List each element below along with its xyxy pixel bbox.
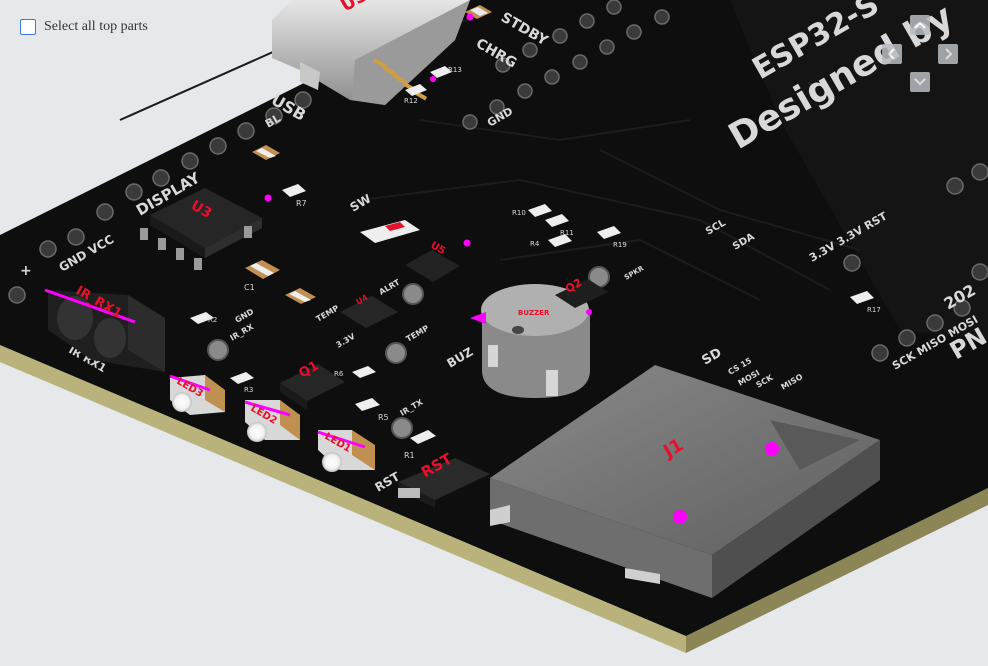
sd-card-socket-j1[interactable]: J1	[490, 365, 880, 598]
designator-r12: R12	[404, 97, 418, 105]
led-led3[interactable]: LED3	[169, 374, 225, 415]
chip-u5[interactable]: U5	[405, 240, 460, 282]
select-all-label: Select all top parts	[44, 19, 148, 34]
resistor-r2[interactable]: R2	[190, 312, 217, 324]
chevron-up-icon	[914, 21, 926, 29]
designator-r13: R13	[448, 66, 462, 74]
designator-r2: R2	[208, 316, 217, 324]
resistor-r12[interactable]: R12	[404, 84, 427, 105]
switch-sw1[interactable]	[360, 220, 420, 243]
resistor-r19[interactable]: R19	[597, 226, 627, 249]
designator-r6: R6	[334, 370, 344, 378]
view-down-button[interactable]	[910, 72, 930, 92]
view-right-button[interactable]	[938, 44, 958, 64]
resistor-r11[interactable]: R11	[545, 214, 574, 237]
transistor-q1[interactable]: Q1	[280, 358, 345, 410]
resistor-r6[interactable]: R6	[334, 366, 376, 378]
ir-receiver-ir-rx1[interactable]: IR_RX1	[44, 283, 165, 372]
reset-button-rst[interactable]: RST	[398, 449, 490, 508]
resistor-r4[interactable]: R4	[530, 234, 572, 248]
resistor-r17[interactable]: R17	[850, 291, 881, 314]
resistor-r1[interactable]: R1	[404, 430, 436, 460]
capacitor-c-top[interactable]	[252, 145, 280, 160]
transistor-q2[interactable]: Q2	[555, 276, 608, 308]
designator-r11: R11	[560, 229, 574, 237]
chevron-left-icon	[887, 48, 895, 60]
resistor-r3[interactable]: R3	[230, 372, 254, 394]
highlight-markers	[264, 13, 592, 315]
resistor-r10[interactable]: R10	[512, 204, 552, 217]
board-edge-right	[686, 488, 988, 653]
header-pins-right	[843, 163, 988, 362]
designator-c1: C1	[244, 283, 255, 292]
header-pins-top	[462, 0, 670, 130]
chip-u4[interactable]: U4	[340, 293, 398, 328]
designator-r7: R7	[296, 199, 307, 208]
resistor-r13[interactable]: R13	[430, 66, 462, 78]
chevron-right-icon	[945, 48, 953, 60]
board-edge-left	[0, 345, 686, 653]
view-left-button[interactable]	[882, 44, 902, 64]
designator-r4: R4	[530, 240, 540, 248]
resistor-r7[interactable]: R7	[282, 184, 307, 208]
capacitor-c1[interactable]: C1	[244, 260, 280, 292]
designator-r3: R3	[244, 386, 253, 394]
select-all-checkbox[interactable]	[20, 19, 36, 35]
chevron-down-icon	[914, 78, 926, 86]
designator-buzzer: BUZZER	[518, 309, 550, 317]
usb-c-connector[interactable]: USB	[272, 0, 470, 105]
header-pins-left	[8, 91, 312, 304]
capacitor-c-mid[interactable]	[285, 288, 316, 304]
resistor-r5[interactable]: R5	[355, 398, 389, 422]
designator-r17: R17	[867, 306, 881, 314]
view-up-button[interactable]	[910, 15, 930, 35]
select-all-top-parts[interactable]: Select all top parts	[20, 19, 148, 35]
designator-r19: R19	[613, 241, 627, 249]
designator-r1: R1	[404, 451, 415, 460]
led-led1[interactable]: LED1	[317, 430, 375, 472]
led-led2[interactable]: LED2	[244, 400, 300, 442]
designator-r10: R10	[512, 209, 526, 217]
designator-r5: R5	[378, 413, 389, 422]
label-plus: +	[20, 263, 32, 279]
chip-u3[interactable]: U3	[140, 188, 262, 270]
